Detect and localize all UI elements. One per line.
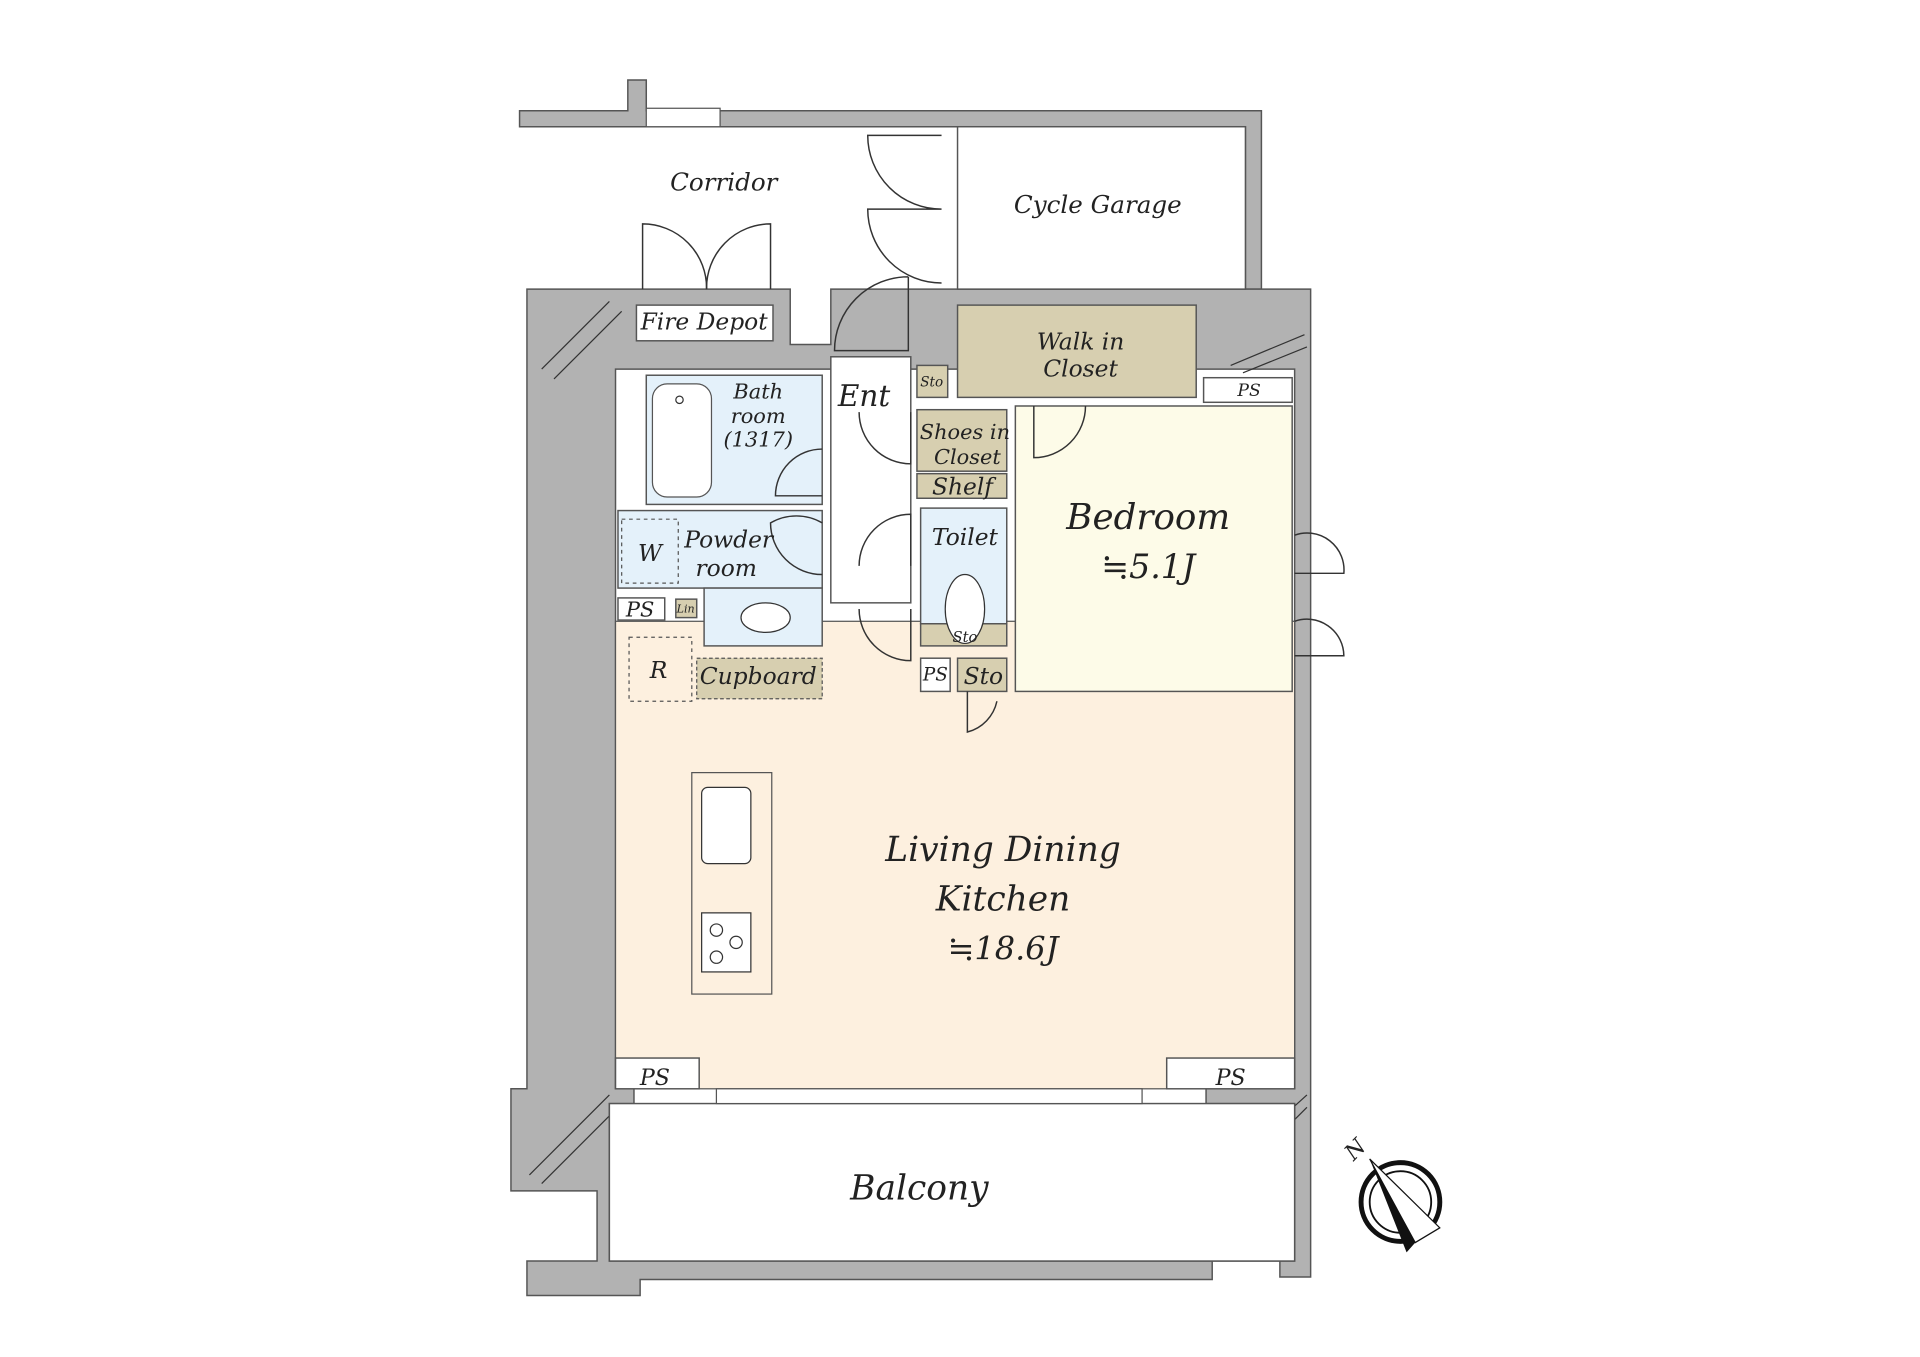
bathroom-label-2: room [731,404,786,428]
powder-room-label-1: Powder [683,525,775,553]
balcony-window [715,1088,1143,1105]
balcony [608,1102,1296,1262]
sto-toilet-label: Sto [964,662,1003,690]
compass-icon: N [1339,1133,1443,1253]
shelf [916,472,1008,500]
washer-label: W [638,539,664,567]
ps-toilet [919,657,951,693]
ent-area [830,356,912,604]
shoes-in-closet [916,408,1008,472]
compass-north-label: N [1339,1133,1372,1166]
sto-small [916,364,949,399]
refrigerator-label: R [649,656,668,684]
lin-label: Lin [676,603,695,616]
ps-bottom-left-label: PS [639,1065,670,1091]
sink-icon [740,602,791,633]
shoes-closet-label-1: Shoes in [920,420,1010,444]
cycle-garage [956,125,1247,290]
shoes-closet-label-2: Closet [934,445,1001,469]
powder-room [617,509,823,589]
ps-bottom-right-label: PS [1215,1065,1246,1091]
ldk-area: ≒18.6J [948,930,1061,968]
cupboard [696,657,823,700]
cupboard-label: Cupboard [700,662,817,690]
bathroom-label-3: (1317) [723,428,793,452]
lin [675,598,698,619]
toilet-label: Toilet [932,523,999,551]
corridor-label: Corridor [670,168,779,197]
powder-room-label-2: room [696,554,757,582]
washer [621,518,679,584]
fire-depot-label: Fire Depot [640,308,769,336]
ent-label: Ent [837,379,891,413]
ps-toilet-label: PS [922,664,948,685]
bedroom-label: Bedroom [1065,497,1230,538]
walk-in-closet-label-2: Closet [1043,354,1118,382]
cycle-garage-label: Cycle Garage [1014,190,1182,219]
sto-toilet [956,657,1008,693]
balcony-label: Balcony [849,1169,989,1209]
ps-left-label: PS [625,597,654,621]
ps-left [617,597,666,621]
ldk-label-1: Living Dining [884,830,1121,870]
ps-bottom-right [1165,1057,1296,1090]
shelf-label: Shelf [932,473,997,501]
walk-in-closet-label-1: Walk in [1037,327,1124,355]
toilet-icon [944,573,986,645]
doors [641,134,1345,733]
bathroom-label-1: Bath [732,380,783,404]
refrigerator [628,636,693,702]
sto-label: Sto [920,374,943,390]
bedroom-area: ≒5.1J [1101,547,1197,586]
toilet-sto-label: Sto [952,629,977,646]
stove-icon [701,912,752,973]
walk-in-closet [956,304,1197,399]
kitchen-sink-icon [701,786,752,865]
bedroom [1014,405,1293,693]
fire-depot [635,304,774,342]
ldk-label-2: Kitchen [935,879,1071,919]
ps-top-right [1202,376,1293,404]
ps-label: PS [1236,381,1261,401]
bathtub [651,383,713,498]
ps-bottom-left [614,1057,700,1090]
